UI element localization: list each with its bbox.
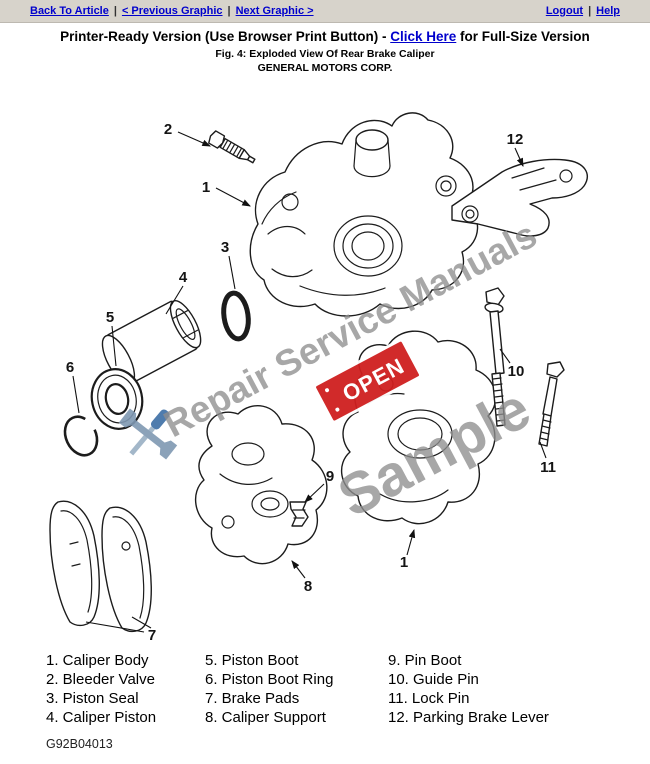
- callout-8: 8: [304, 578, 312, 595]
- piston-boot-ring-part: [63, 415, 99, 457]
- parking-brake-lever-part: [451, 158, 588, 237]
- printer-ready-title: Printer-Ready Version (Use Browser Print…: [0, 29, 650, 44]
- legend-item: 12. Parking Brake Lever: [388, 709, 549, 726]
- top-nav-bar: Back To Article | < Previous Graphic | Next …: [0, 0, 650, 23]
- figure-caption: Fig. 4: Exploded View Of Rear Brake Cali…: [215, 48, 435, 60]
- leader-lines: [72, 131, 547, 633]
- callout-5: 5: [106, 309, 114, 326]
- legend-item: 3. Piston Seal: [46, 690, 139, 707]
- callout-3: 3: [221, 239, 229, 256]
- legend-item: 6. Piston Boot Ring: [205, 671, 334, 688]
- legend-item: 5. Piston Boot: [205, 652, 299, 669]
- click-here-link[interactable]: Click Here: [390, 29, 457, 44]
- legend-item: 10. Guide Pin: [388, 671, 479, 688]
- legend-column-2: 5. Piston Boot 6. Piston Boot Ring 7. Br…: [205, 651, 388, 727]
- nav-right-group: Logout | Help: [546, 5, 620, 17]
- nav-separator: |: [227, 5, 231, 17]
- callout-4: 4: [179, 269, 188, 286]
- bleeder-valve-part: [208, 130, 256, 164]
- callout-11: 11: [540, 459, 556, 476]
- callout-10: 10: [508, 363, 525, 380]
- legend-item: 1. Caliper Body: [46, 652, 149, 669]
- exploded-diagram: 2 1 3 4 5 6 12 10 11 9 8 7 1 Repair Serv…: [49, 112, 588, 644]
- logout-link[interactable]: Logout: [545, 5, 584, 17]
- printer-ready-suffix: for Full-Size Version: [456, 29, 590, 44]
- callout-2: 2: [164, 121, 172, 138]
- legend-column-3: 9. Pin Boot 10. Guide Pin 11. Lock Pin 1…: [388, 651, 549, 727]
- lock-pin-part: [538, 361, 565, 447]
- legend-item: 8. Caliper Support: [205, 709, 326, 726]
- parts-legend: 1. Caliper Body 2. Bleeder Valve 3. Pist…: [0, 651, 650, 727]
- wrench-tools-icon: [118, 408, 178, 460]
- next-graphic-link[interactable]: Next Graphic >: [235, 5, 314, 17]
- legend-item: 4. Caliper Piston: [46, 709, 157, 726]
- callout-1-assembled: 1: [400, 554, 408, 571]
- callout-7: 7: [148, 627, 156, 644]
- callout-1-caliper-body: 1: [202, 179, 210, 196]
- nav-separator: |: [588, 5, 592, 17]
- company-name: GENERAL MOTORS CORP.: [257, 62, 393, 74]
- back-to-article-link[interactable]: Back To Article: [30, 5, 109, 17]
- pin-boot-part: [289, 501, 309, 527]
- brake-pads-part: [49, 500, 152, 633]
- callout-12: 12: [507, 131, 524, 148]
- legend-item: 9. Pin Boot: [388, 652, 462, 669]
- legend-item: 2. Bleeder Valve: [46, 671, 155, 688]
- figure-part-code: G92B04013: [46, 737, 113, 751]
- legend-column-1: 1. Caliper Body 2. Bleeder Valve 3. Pist…: [46, 651, 205, 727]
- previous-graphic-link[interactable]: < Previous Graphic: [121, 5, 223, 17]
- caliper-support-part: [194, 405, 328, 565]
- legend-item: 11. Lock Pin: [388, 690, 470, 707]
- nav-separator: |: [113, 5, 117, 17]
- callout-6: 6: [66, 359, 74, 376]
- diagram-area: 2 1 3 4 5 6 12 10 11 9 8 7 1 Repair Serv…: [0, 74, 650, 649]
- help-link[interactable]: Help: [596, 5, 620, 17]
- nav-left-group: Back To Article | < Previous Graphic | Next …: [30, 5, 314, 17]
- guide-pin-part: [484, 287, 506, 427]
- callout-9: 9: [326, 468, 334, 485]
- legend-item: 7. Brake Pads: [205, 690, 300, 707]
- piston-seal-part: [221, 290, 251, 342]
- printer-ready-prefix: Printer-Ready Version (Use Browser Print…: [60, 29, 391, 44]
